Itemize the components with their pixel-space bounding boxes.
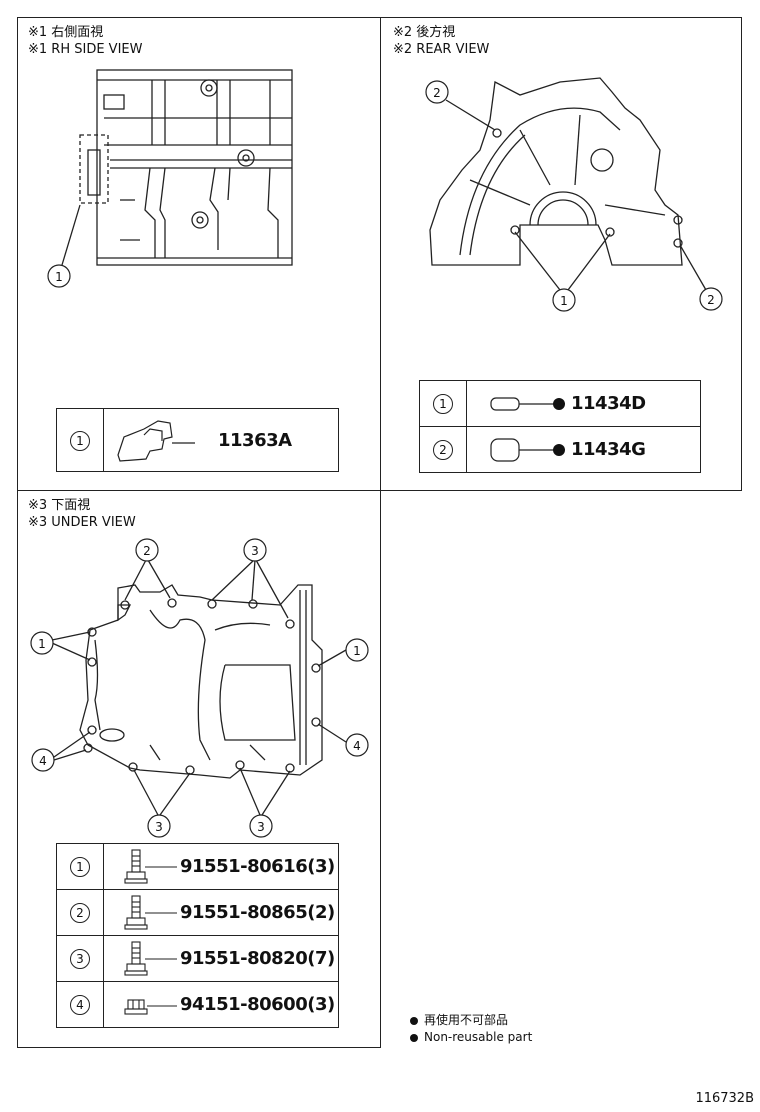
flange-bolt-icon: [124, 895, 177, 930]
rh-side-view-title-jp: ※1 右側面視: [28, 25, 104, 40]
under-view-title-jp: ※3 下面視: [28, 498, 91, 513]
ref-number: 4: [70, 995, 90, 1015]
table-row: 1 91551-80616(3): [56, 843, 339, 890]
under-parts-table: 1 91551-80616(3) 2: [56, 843, 339, 1028]
rear-view-title-en: ※2 REAR VIEW: [393, 42, 490, 57]
legend-item-jp: 再使用不可部品: [410, 1012, 532, 1029]
legend: 再使用不可部品 Non-reusable part: [410, 1012, 532, 1046]
diagram-code: 116732B: [695, 1091, 754, 1106]
table-row: 3 91551-80820(7): [56, 935, 339, 982]
rear-view-title: ※2 後方視 ※2 REAR VIEW: [393, 24, 489, 58]
part-number: 11434G: [571, 439, 646, 460]
table-row: 2 91551-80865(2): [56, 889, 339, 936]
legend-item-en: Non-reusable part: [410, 1029, 532, 1046]
rear-view-title-jp: ※2 後方視: [393, 25, 456, 40]
rh-side-view-title: ※1 右側面視 ※1 RH SIDE VIEW: [28, 24, 142, 58]
rh-side-parts-table: 1 11363A: [56, 408, 339, 472]
ref-number: 1: [70, 430, 90, 451]
rh-side-view-title-en: ※1 RH SIDE VIEW: [28, 42, 143, 57]
part-number: 91551-80865(2): [180, 902, 335, 923]
non-reusable-dot-icon: [410, 1016, 418, 1025]
straight-pin-icon: [490, 397, 565, 411]
table-row: 1 11434D: [419, 380, 701, 427]
part-number: 91551-80616(3): [180, 856, 335, 877]
table-row: 1 11363A: [56, 408, 339, 472]
flange-bolt-icon: [124, 941, 177, 976]
ref-number: 2: [433, 440, 453, 460]
non-reusable-dot: [553, 398, 565, 410]
non-reusable-dot-icon: [410, 1033, 418, 1042]
table-row: 2 11434G: [419, 426, 701, 473]
ref-number: 2: [70, 903, 90, 923]
under-view-title-en: ※3 UNDER VIEW: [28, 515, 136, 530]
part-number: 11434D: [571, 393, 646, 414]
rear-oil-seal-retainer-icon: [117, 420, 195, 462]
non-reusable-dot: [553, 444, 565, 456]
part-number: 91551-80820(7): [180, 948, 335, 969]
flange-bolt-icon: [124, 849, 177, 884]
part-number: 11363A: [218, 430, 292, 451]
flange-nut-icon: [124, 999, 177, 1015]
ref-number: 3: [70, 949, 90, 969]
ref-number: 1: [433, 394, 453, 414]
table-row: 4 94151-80600(3): [56, 981, 339, 1028]
ref-number: 1: [70, 857, 90, 877]
rear-parts-table: 1 11434D 2 11434G: [419, 380, 701, 473]
rear-view-panel: ※2 後方視 ※2 REAR VIEW: [380, 17, 742, 491]
under-view-panel: ※3 下面視 ※3 UNDER VIEW: [17, 490, 381, 1048]
part-number: 94151-80600(3): [180, 994, 335, 1015]
ring-pin-icon: [490, 438, 565, 462]
under-view-title: ※3 下面視 ※3 UNDER VIEW: [28, 497, 136, 531]
